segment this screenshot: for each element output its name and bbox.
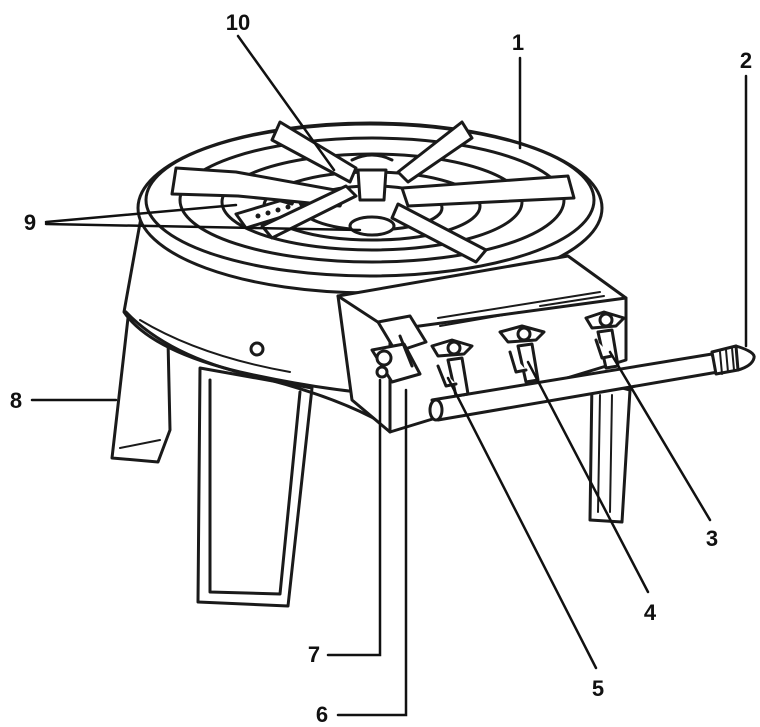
gas-inlet-pipe [428, 344, 756, 422]
callout-9: 9 [24, 210, 36, 235]
leader-7 [326, 378, 382, 657]
burner-head [356, 168, 388, 202]
leader-9b [44, 222, 362, 232]
callout-labels: 10 1 2 3 4 5 6 7 8 9 [10, 10, 752, 727]
valve-4 [498, 324, 546, 384]
callout-6: 6 [316, 702, 328, 727]
central-burner [348, 215, 396, 237]
pilot-valve [370, 314, 428, 384]
leader-lines [30, 34, 748, 717]
callout-7: 7 [308, 642, 320, 667]
callout-1: 1 [512, 30, 524, 55]
leader-6 [336, 388, 408, 717]
leader-5 [446, 376, 598, 670]
callout-4: 4 [644, 600, 657, 625]
leader-4 [526, 360, 650, 594]
ignition-hole [249, 341, 265, 357]
leader-3 [608, 350, 712, 522]
callout-5: 5 [592, 676, 604, 701]
callout-8: 8 [10, 388, 22, 413]
callout-10: 10 [226, 10, 250, 35]
callout-3: 3 [706, 526, 718, 551]
leader-9a [44, 203, 238, 224]
callout-2: 2 [740, 48, 752, 73]
pot-supports [170, 120, 576, 264]
leader-10 [236, 34, 336, 172]
leg-front [196, 366, 314, 608]
leg-back-right [588, 378, 632, 524]
